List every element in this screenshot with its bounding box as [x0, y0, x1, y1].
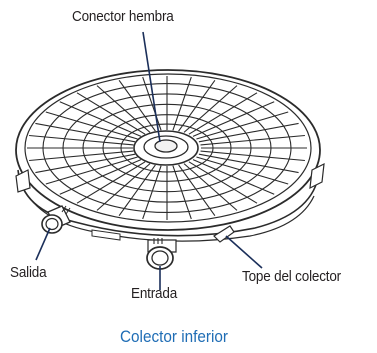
grid-spoke [188, 92, 258, 135]
grid-spoke [35, 153, 136, 174]
grid-spoke [198, 153, 299, 174]
grid-spoke [118, 79, 156, 132]
grid-spoke [142, 76, 162, 131]
grid-spoke [183, 85, 238, 133]
grid-spoke [188, 161, 258, 204]
leader-lines [35, 31, 263, 290]
female-connector-hole [154, 139, 178, 153]
grid-spoke [59, 101, 142, 137]
grid-spoke [196, 111, 289, 140]
rim-slot [91, 229, 121, 241]
grid-spoke [96, 163, 151, 211]
grid-spoke [178, 79, 216, 132]
label-collector-stop: Tope del colector [242, 268, 342, 285]
label-female-connector: Conector hembra [72, 8, 174, 25]
side-tab-left [15, 169, 31, 193]
leader-female-connector [142, 31, 161, 143]
grid-spoke [35, 122, 136, 143]
diagram-caption: Colector inferior [120, 327, 228, 346]
grid-spoke [200, 134, 305, 146]
collector-stop-tab [213, 225, 235, 243]
grid-spoke [76, 161, 146, 204]
leader-collector-stop [225, 235, 263, 269]
outer-rim-inner [24, 73, 312, 223]
label-inlet: Entrada [131, 285, 178, 302]
grid-spoke [96, 85, 151, 133]
grid-spoke [45, 111, 138, 140]
grid-spoke [29, 150, 134, 162]
grid-spoke [76, 92, 146, 135]
grid-spoke [59, 159, 142, 195]
grid-spokes [27, 76, 307, 220]
grid-spoke [118, 164, 156, 217]
grid-spoke [29, 134, 134, 146]
grid-spoke [183, 163, 238, 211]
inlet-port [146, 238, 177, 270]
side-tab-right [309, 162, 325, 190]
grid-spoke [142, 165, 162, 220]
leader-outlet [35, 227, 51, 261]
grid-spoke [192, 101, 275, 137]
grid-spoke [172, 165, 192, 220]
grid-spoke [198, 122, 299, 143]
label-outlet: Salida [10, 264, 47, 281]
grid-spoke [192, 159, 275, 195]
grid-spoke [178, 164, 216, 217]
grid-spoke [172, 76, 192, 131]
grid-spoke [200, 150, 305, 162]
grid-spoke [196, 156, 289, 185]
grid-spoke [45, 156, 138, 185]
outlet-port [41, 205, 71, 234]
collector-base-rim [17, 169, 319, 237]
